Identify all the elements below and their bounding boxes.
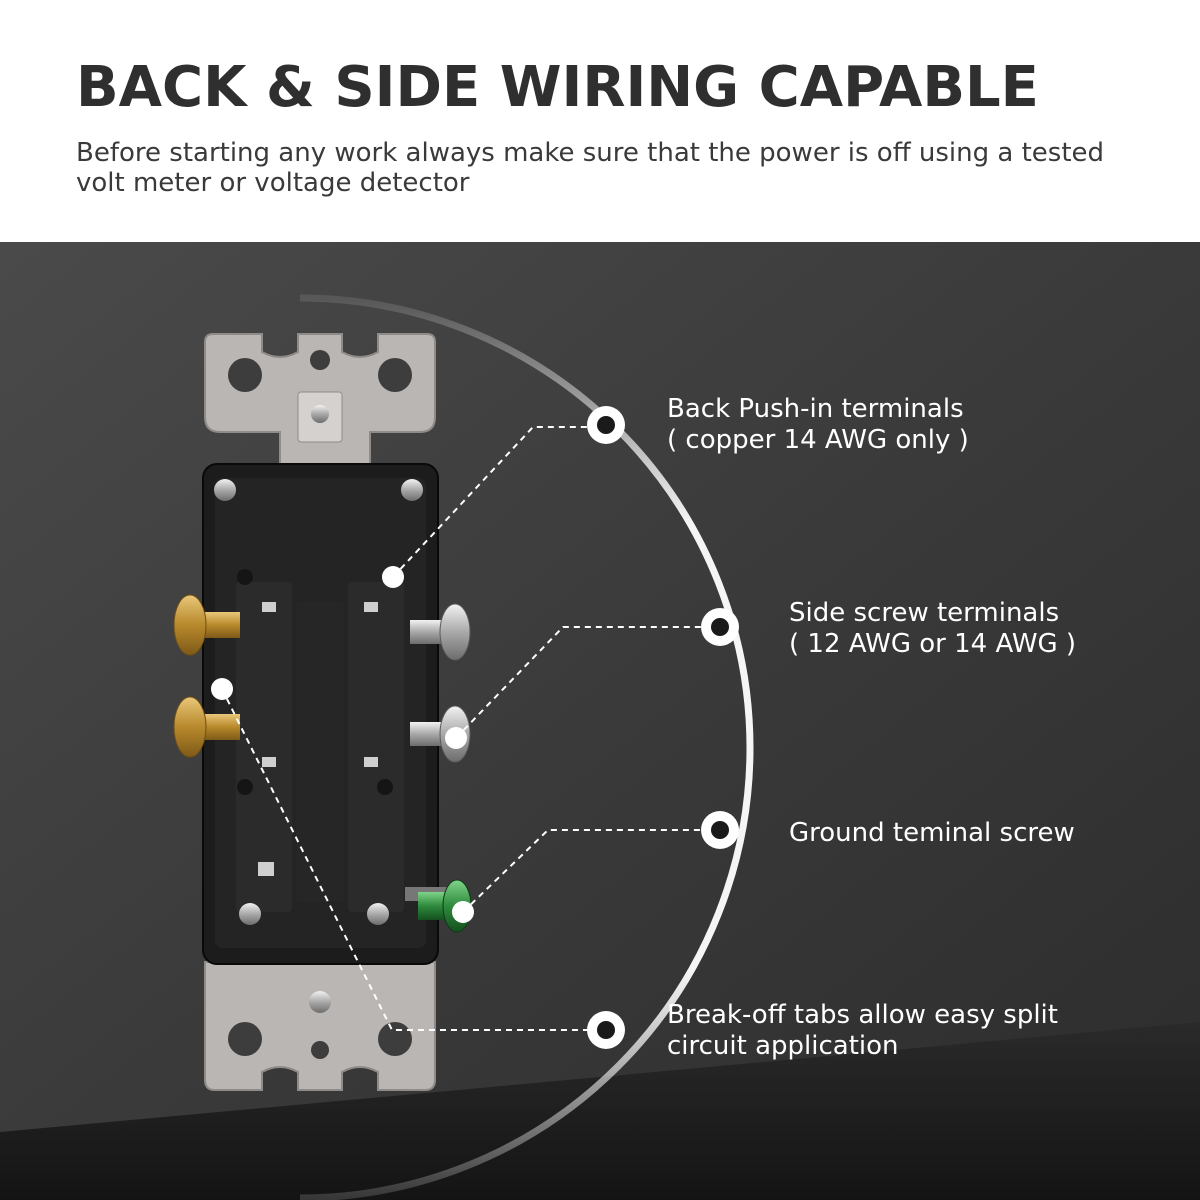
arc-marker-break-off-tabs xyxy=(587,1011,625,1049)
arc-marker-push-in xyxy=(587,406,625,444)
push-in-slot xyxy=(364,602,378,612)
callout-label: Ground teminal screw xyxy=(789,818,1075,848)
marker-dot-break-off-tab xyxy=(211,678,233,700)
body-screw xyxy=(239,903,261,925)
callout-break-off-tabs: Break-off tabs allow easy split circuit … xyxy=(667,1000,1058,1062)
callout-label: Break-off tabs allow easy split xyxy=(667,1000,1058,1030)
marker-dot-ground xyxy=(452,901,474,923)
header: BACK & SIDE WIRING CAPABLE Before starti… xyxy=(0,0,1200,242)
callout-label: Side screw terminals xyxy=(789,598,1060,628)
push-in-slot xyxy=(262,602,276,612)
callout-detail: ( 12 AWG or 14 AWG ) xyxy=(789,629,1077,659)
marker-dot-side-screw xyxy=(445,727,467,749)
page-title: BACK & SIDE WIRING CAPABLE xyxy=(76,55,1039,120)
callout-side-screw-terminals: Side screw terminals ( 12 AWG or 14 AWG … xyxy=(789,598,1076,660)
mounting-strap-top xyxy=(204,333,436,471)
callout-ground-screw: Ground teminal screw xyxy=(789,818,1075,849)
strap-hole xyxy=(378,358,412,392)
callout-detail: circuit application xyxy=(667,1031,899,1061)
body-screw xyxy=(367,903,389,925)
brass-terminal-screw-top xyxy=(173,594,240,656)
wiring-diagram xyxy=(0,242,1200,1200)
safety-note: Before starting any work always make sur… xyxy=(76,138,1105,198)
arc-marker-ground xyxy=(701,811,739,849)
receptacle-body xyxy=(202,463,439,965)
callout-detail: ( copper 14 AWG only ) xyxy=(667,425,969,455)
body-screw xyxy=(214,479,236,501)
strap-hole xyxy=(378,1022,412,1056)
brass-terminal-screw-bottom xyxy=(173,696,240,758)
body-screw xyxy=(401,479,423,501)
mounting-strap-bottom xyxy=(204,961,436,1091)
callout-label: Back Push-in terminals xyxy=(667,394,964,424)
strap-hole xyxy=(310,350,330,370)
push-in-slot xyxy=(262,757,276,767)
leader-line-side-screw xyxy=(455,626,717,739)
mounting-screw xyxy=(311,405,329,423)
leader-line-push-in xyxy=(392,426,603,578)
marker-dot-push-in xyxy=(382,566,404,588)
leader-line-break-off-tabs xyxy=(221,688,603,1031)
arc-marker-side-screw xyxy=(701,608,739,646)
silver-terminal-screw-top xyxy=(410,603,471,661)
mounting-screw xyxy=(309,991,331,1013)
strap-hole xyxy=(311,1041,329,1059)
strap-hole xyxy=(228,1022,262,1056)
background-floor xyxy=(0,1022,1200,1200)
diagram-panel: Back Push-in terminals ( copper 14 AWG o… xyxy=(0,242,1200,1200)
strap-hole xyxy=(228,358,262,392)
highlight-arc xyxy=(299,294,754,1200)
push-in-slot xyxy=(364,757,378,767)
callout-push-in-terminals: Back Push-in terminals ( copper 14 AWG o… xyxy=(667,394,969,456)
